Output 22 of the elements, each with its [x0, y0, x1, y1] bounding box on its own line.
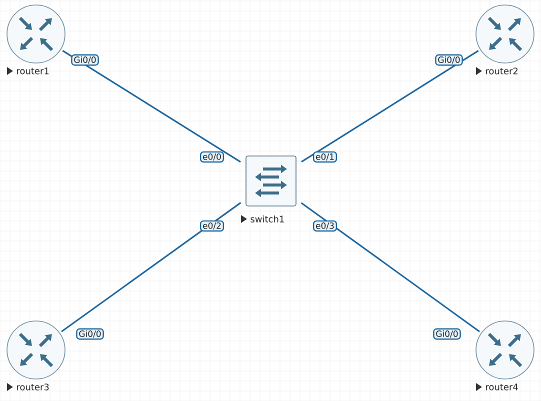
- router-icon: [476, 4, 534, 64]
- port-label: Gi0/0: [76, 328, 104, 340]
- device-label: router2: [486, 68, 518, 74]
- device-label: router4: [486, 384, 518, 390]
- port-label: e0/2: [200, 220, 224, 232]
- port-label: Gi0/0: [71, 54, 99, 66]
- router-icon: [6, 320, 66, 380]
- router-icon: [476, 320, 534, 380]
- port-label: e0/1: [312, 151, 338, 163]
- link-line: [62, 50, 241, 163]
- device-label: router3: [17, 384, 49, 390]
- port-label: Gi0/0: [435, 54, 463, 66]
- router-icon: [6, 4, 66, 64]
- device-label: router1: [17, 68, 49, 74]
- port-label: e0/0: [200, 151, 224, 163]
- device-label: switch1: [250, 216, 284, 222]
- link-line: [301, 50, 479, 163]
- link-line: [61, 202, 242, 332]
- link-line: [300, 202, 480, 332]
- port-label: Gi0/0: [433, 328, 461, 340]
- switch-icon: [246, 156, 296, 206]
- port-label: e0/3: [312, 220, 338, 232]
